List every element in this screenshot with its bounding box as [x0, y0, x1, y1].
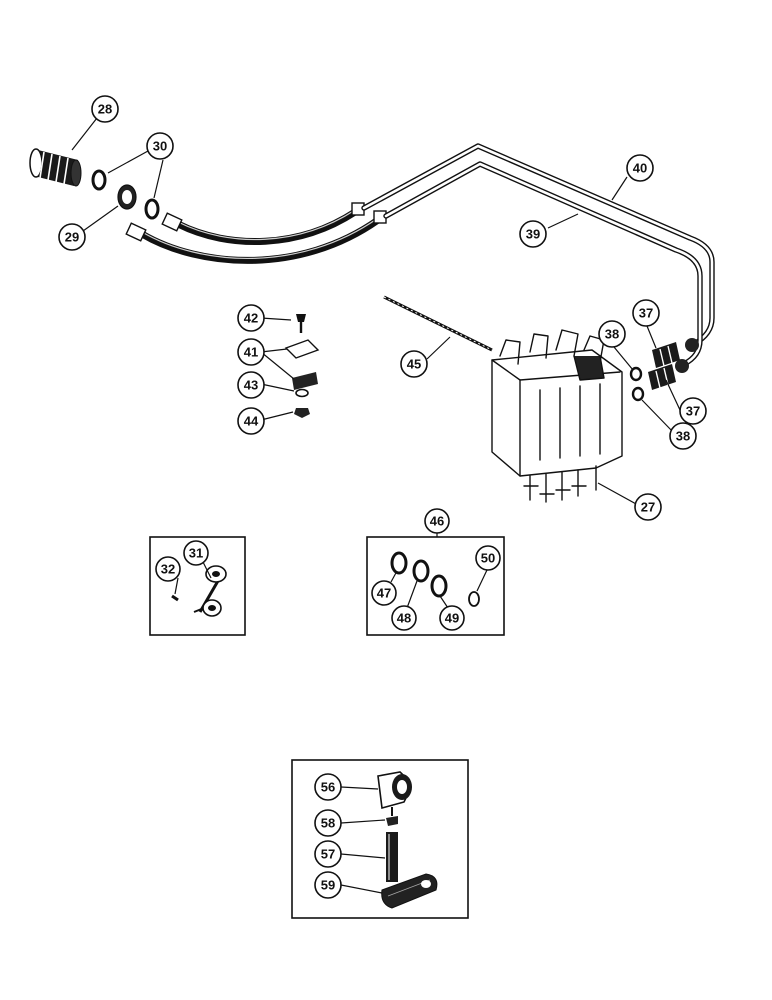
svg-text:48: 48 [397, 611, 411, 626]
callout-31: 31 [183, 540, 209, 566]
svg-text:46: 46 [430, 514, 444, 529]
callout-37-top: 37 [632, 299, 660, 327]
svg-text:38: 38 [605, 327, 619, 342]
quick-coupler-part [29, 148, 82, 187]
callout-39: 39 [519, 220, 547, 248]
callout-30: 30 [146, 132, 174, 160]
callout-48: 48 [391, 605, 417, 631]
svg-text:44: 44 [244, 414, 259, 429]
svg-text:45: 45 [407, 357, 421, 372]
svg-text:59: 59 [321, 878, 335, 893]
callout-49: 49 [439, 605, 465, 631]
svg-text:28: 28 [98, 102, 112, 117]
control-valve-part [491, 329, 623, 503]
steel-tubes [361, 143, 715, 373]
svg-text:40: 40 [633, 161, 647, 176]
svg-text:37: 37 [686, 404, 700, 419]
svg-text:38: 38 [676, 429, 690, 444]
svg-text:32: 32 [161, 562, 175, 577]
o-ring-part-30b [144, 198, 160, 220]
callout-29: 29 [58, 223, 86, 251]
svg-text:31: 31 [189, 546, 203, 561]
svg-text:47: 47 [377, 586, 391, 601]
callout-44: 44 [237, 407, 265, 435]
callout-27: 27 [634, 493, 662, 521]
hydraulic-hoses [125, 202, 387, 264]
svg-text:49: 49 [445, 611, 459, 626]
o-ring-part-30a [91, 169, 107, 191]
callout-32: 32 [155, 556, 181, 582]
tie-rod-part [383, 295, 493, 352]
callout-42: 42 [237, 304, 265, 332]
callout-38-bottom: 38 [669, 422, 697, 450]
callout-28: 28 [91, 95, 119, 123]
callout-43: 43 [237, 371, 265, 399]
callout-38-top: 38 [598, 320, 626, 348]
svg-text:50: 50 [481, 551, 495, 566]
callout-46: 46 [424, 508, 450, 534]
clamp-assembly [284, 314, 320, 418]
callout-41: 41 [237, 338, 265, 366]
svg-text:30: 30 [153, 139, 167, 154]
svg-text:27: 27 [641, 500, 655, 515]
svg-text:42: 42 [244, 311, 258, 326]
svg-text:37: 37 [639, 306, 653, 321]
callout-56: 56 [314, 773, 342, 801]
callout-58: 58 [314, 809, 342, 837]
callout-57: 57 [314, 840, 342, 868]
svg-text:43: 43 [244, 378, 258, 393]
svg-text:57: 57 [321, 847, 335, 862]
leader-lines [71, 117, 681, 506]
callout-45: 45 [400, 350, 428, 378]
callout-59: 59 [314, 871, 342, 899]
svg-text:29: 29 [65, 230, 79, 245]
dust-cap-part [117, 184, 137, 210]
svg-text:58: 58 [321, 816, 335, 831]
callout-37-bottom: 37 [679, 397, 707, 425]
svg-text:56: 56 [321, 780, 335, 795]
o-rings-38 [629, 366, 645, 402]
adapter-fittings [648, 342, 680, 390]
callout-50: 50 [475, 545, 501, 571]
callout-47: 47 [371, 580, 397, 606]
svg-text:41: 41 [244, 345, 258, 360]
svg-text:39: 39 [526, 227, 540, 242]
callout-40: 40 [626, 154, 654, 182]
